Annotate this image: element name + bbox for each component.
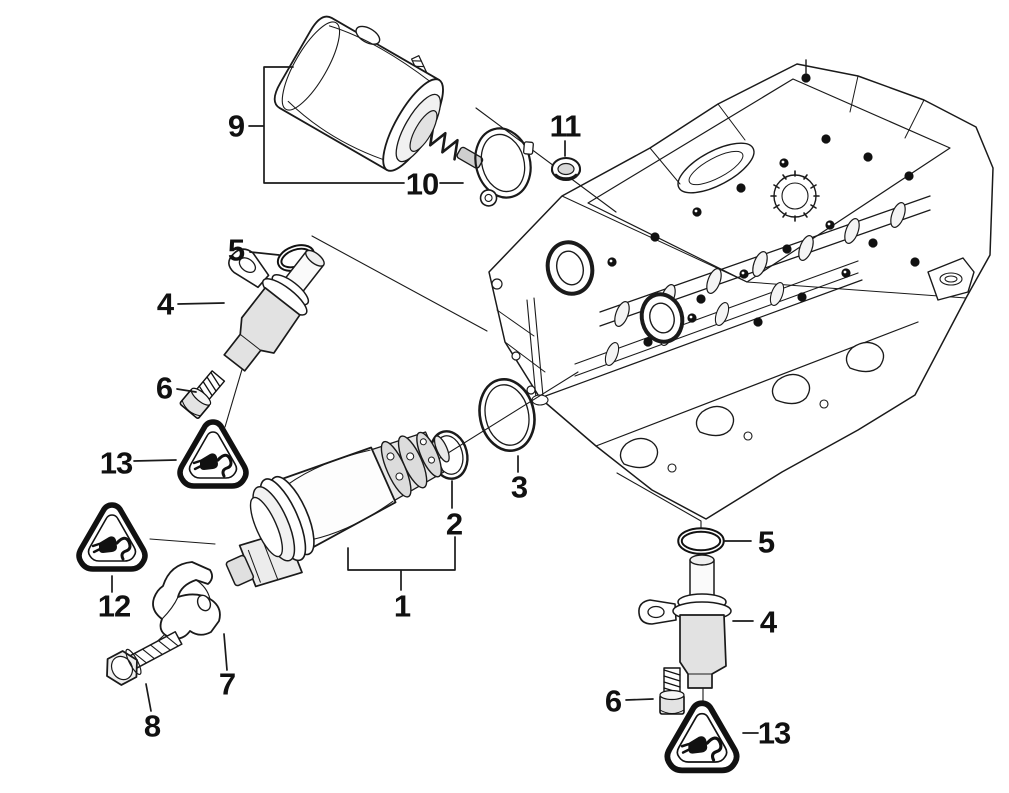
- callout-10: 10: [405, 166, 439, 202]
- bearing-bosses: [545, 240, 685, 344]
- cylinder-head-drawing: [488, 59, 994, 520]
- clamp-ring-drawing: [474, 127, 534, 207]
- callout-4-right: 4: [759, 604, 777, 640]
- camshaft-gear: [770, 170, 820, 222]
- vanos-solenoid-valve-drawing: [225, 431, 450, 588]
- camshaft-sensor-left-drawing: [223, 248, 325, 372]
- left-flange-details: [491, 278, 549, 406]
- o-ring-5-right-drawing: [677, 527, 725, 555]
- right-bracket-pad: [927, 257, 975, 301]
- sensor-bolt-left-drawing: [178, 367, 229, 420]
- o-ring-3-drawing: [478, 378, 536, 452]
- callout-7: 7: [218, 666, 236, 702]
- callout-5-right: 5: [757, 524, 775, 560]
- retaining-bracket-drawing: [152, 561, 221, 640]
- solenoid-actuator-drawing: [273, 15, 484, 172]
- callout-5-left: 5: [227, 232, 245, 268]
- callout-3: 3: [510, 469, 528, 505]
- hex-bolt-drawing: [106, 631, 183, 686]
- intake-ports: [619, 341, 885, 473]
- callout-2: 2: [445, 506, 463, 542]
- callout-connector-lines: [111, 66, 759, 734]
- callout-12: 12: [97, 588, 131, 624]
- callout-11: 11: [549, 108, 582, 144]
- camshaft-sensor-right-drawing: [638, 554, 732, 689]
- head-bolts: [607, 73, 920, 347]
- callout-13-right: 13: [757, 715, 791, 751]
- callout-8: 8: [143, 708, 161, 744]
- warning-triangle-13-left-icon: [180, 422, 246, 486]
- callout-9: 9: [227, 108, 245, 144]
- callout-13-left: 13: [99, 445, 133, 481]
- callout-1: 1: [393, 588, 411, 624]
- grommet-drawing: [550, 157, 582, 181]
- callout-6-left: 6: [155, 370, 173, 406]
- callout-6-right: 6: [604, 683, 622, 719]
- warning-triangle-12-icon: [79, 505, 145, 569]
- callout-4-left: 4: [156, 286, 174, 322]
- sensor-bolt-right-drawing: [659, 667, 685, 715]
